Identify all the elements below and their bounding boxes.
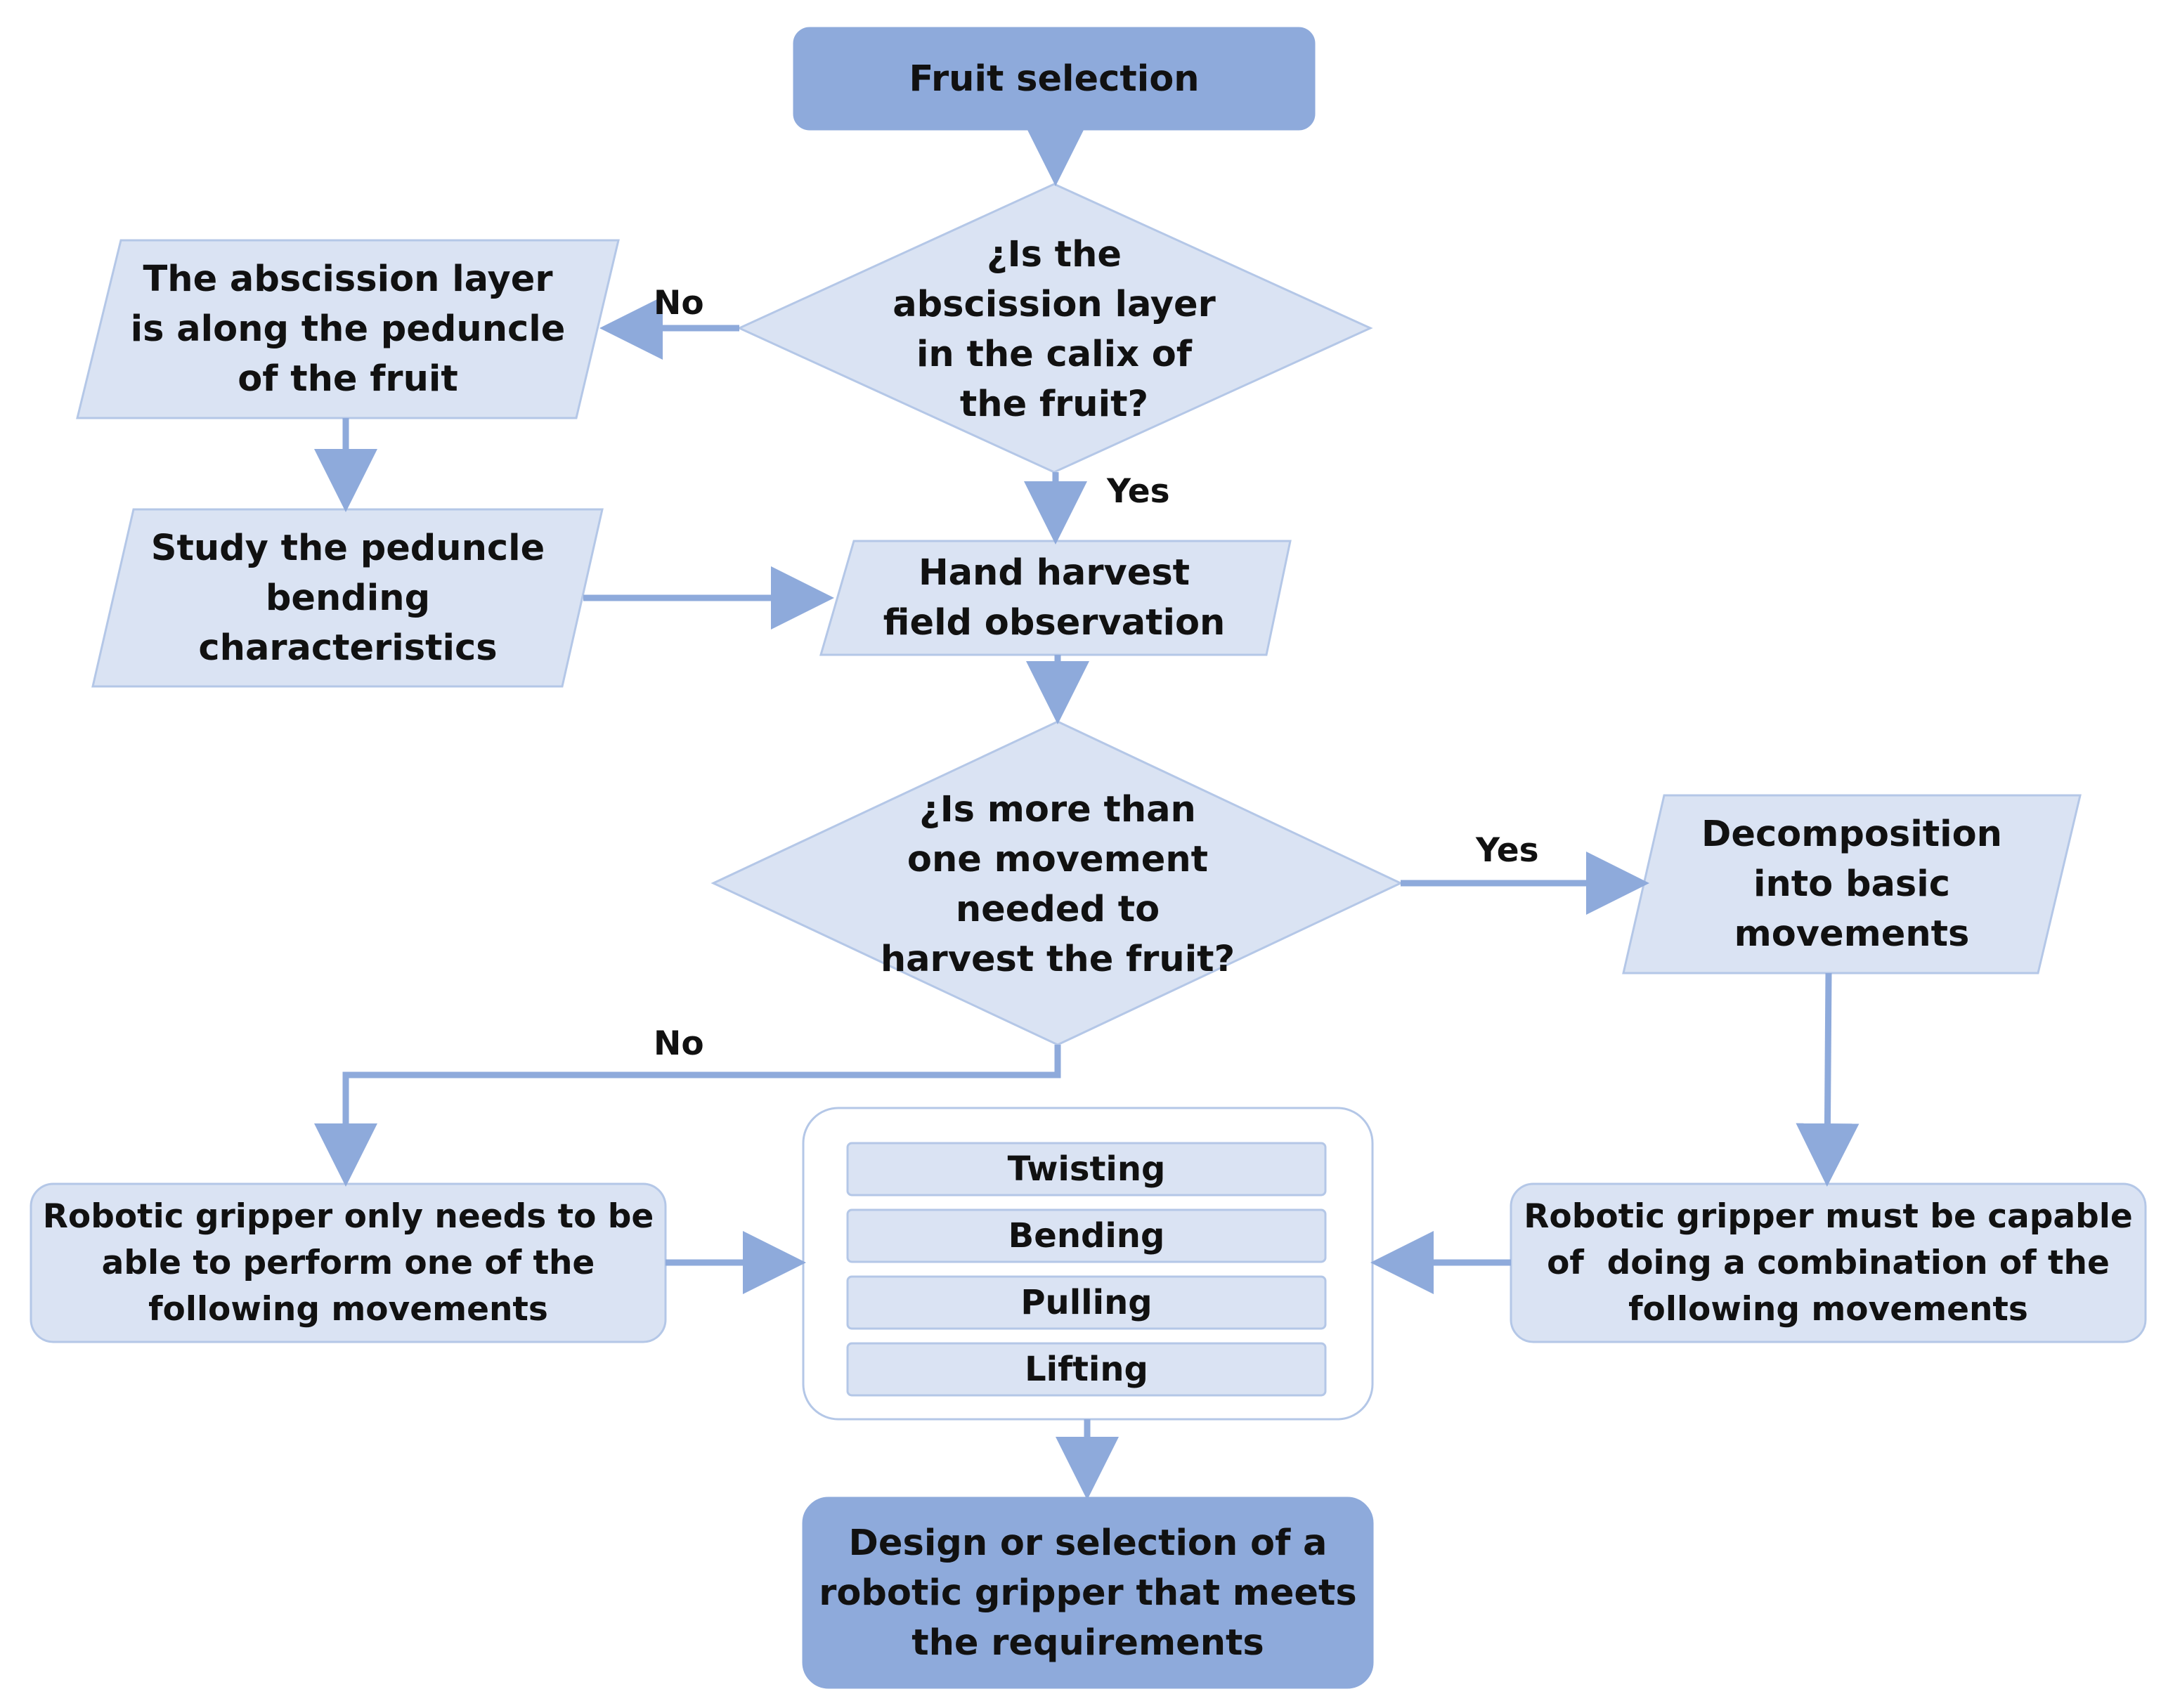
study-bending-line-1: Study the peduncle xyxy=(150,527,545,569)
hand-harvest-line-2: field observation xyxy=(883,602,1226,644)
edge-label-movement-no: No xyxy=(654,1024,704,1063)
gripper-one-line-2: able to perform one of the xyxy=(101,1243,595,1282)
movement-label-twisting: Twisting xyxy=(848,1143,1325,1195)
study-bending-parallelogram xyxy=(91,508,604,688)
calix-decision-line-3: in the calix of xyxy=(916,334,1193,375)
calix-decision-line-2: abscission layer xyxy=(893,284,1216,325)
movement-text-bending: Bending xyxy=(1008,1216,1165,1256)
movement-label-bending: Bending xyxy=(848,1210,1325,1262)
movement-text-twisting: Twisting xyxy=(1007,1149,1166,1189)
movement-decision-label: ¿Is more than one movement needed to har… xyxy=(843,785,1272,984)
peduncle-layer-label: The abscission layer is along the pedunc… xyxy=(105,240,590,418)
study-bending-line-3: characteristics xyxy=(198,627,498,669)
movement-box-lifting xyxy=(846,1342,1327,1397)
calix-decision-line-4: the fruit? xyxy=(959,384,1149,425)
design-gripper-label: Design or selection of a robotic gripper… xyxy=(803,1498,1372,1688)
fruit-selection-label: Fruit selection xyxy=(794,28,1314,129)
gripper-combination-line-2: of doing a combination of the xyxy=(1547,1243,2110,1282)
gripper-combination-line-3: following movements xyxy=(1628,1289,2028,1329)
design-gripper-line-2: robotic gripper that meets xyxy=(819,1572,1357,1614)
gripper-combination-label: Robotic gripper must be capable of doing… xyxy=(1511,1184,2146,1342)
movement-decision-line-4: harvest the fruit? xyxy=(880,939,1235,980)
calix-decision-label: ¿Is the abscission layer in the calix of… xyxy=(843,230,1265,429)
movement-box-pulling xyxy=(846,1275,1327,1330)
movement-box-bending xyxy=(846,1208,1327,1263)
peduncle-layer-line-1: The abscission layer xyxy=(143,259,553,300)
decomposition-line-2: into basic xyxy=(1753,863,1950,905)
design-gripper-line-1: Design or selection of a xyxy=(848,1522,1328,1564)
movement-box-twisting xyxy=(846,1142,1327,1197)
gripper-one-line-3: following movements xyxy=(148,1289,548,1329)
movement-decision-line-2: one movement xyxy=(907,839,1209,880)
fruit-selection-text: Fruit selection xyxy=(909,58,1200,100)
arrow-movement-no xyxy=(314,1045,1061,1187)
study-bending-line-2: bending xyxy=(265,577,431,619)
movement-text-lifting: Lifting xyxy=(1025,1350,1148,1389)
movement-label-pulling: Pulling xyxy=(848,1277,1325,1329)
hand-harvest-line-1: Hand harvest xyxy=(918,552,1190,594)
movement-decision-line-3: needed to xyxy=(955,889,1160,930)
arrow-decomposition-to-combination xyxy=(1796,972,1860,1187)
gripper-one-line-1: Robotic gripper only needs to be xyxy=(42,1197,654,1236)
decomposition-label: Decomposition into basic movements xyxy=(1644,795,2059,973)
study-bending-label: Study the peduncle bending characteristi… xyxy=(119,509,576,686)
gripper-combination-line-1: Robotic gripper must be capable xyxy=(1524,1197,2133,1236)
edge-label-movement-yes: Yes xyxy=(1476,831,1539,870)
movement-text-pulling: Pulling xyxy=(1020,1283,1153,1322)
decomposition-line-3: movements xyxy=(1734,913,1970,955)
calix-decision-line-1: ¿Is the xyxy=(987,234,1122,275)
edge-label-calix-yes: Yes xyxy=(1107,472,1170,511)
peduncle-layer-parallelogram xyxy=(76,239,620,419)
movement-label-lifting: Lifting xyxy=(848,1343,1325,1395)
gripper-one-label: Robotic gripper only needs to be able to… xyxy=(31,1184,666,1342)
decomposition-line-1: Decomposition xyxy=(1701,814,2002,855)
movement-decision-line-1: ¿Is more than xyxy=(919,789,1196,830)
design-gripper-line-3: the requirements xyxy=(911,1622,1264,1664)
peduncle-layer-line-3: of the fruit xyxy=(238,358,458,400)
edge-label-calix-no: No xyxy=(654,284,704,322)
peduncle-layer-line-2: is along the peduncle xyxy=(130,308,566,350)
hand-harvest-label: Hand harvest field observation xyxy=(836,541,1272,655)
